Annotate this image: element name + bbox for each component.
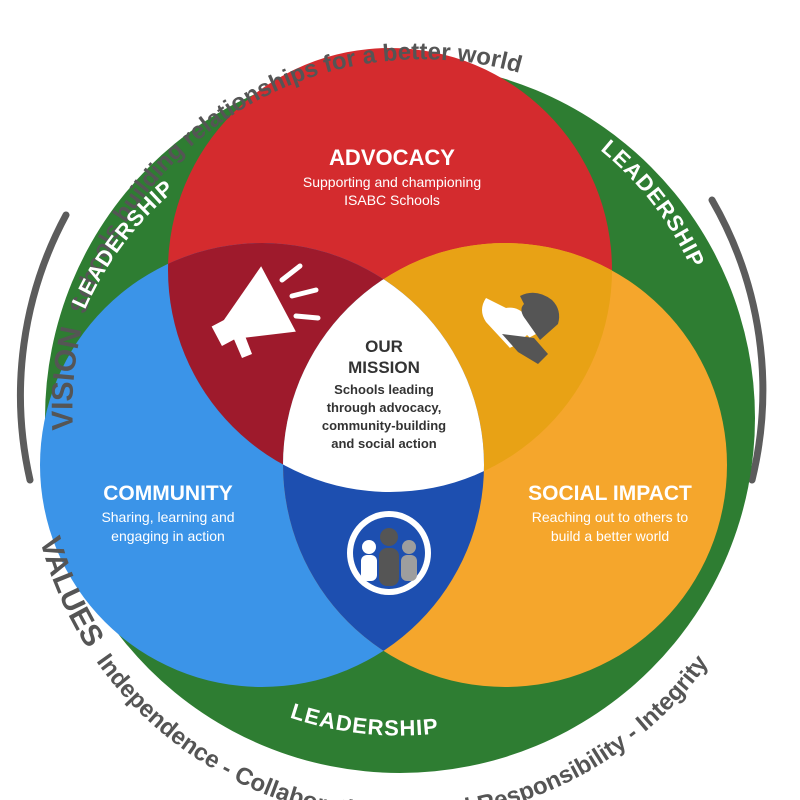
advocacy-title: ADVOCACY [329,145,455,170]
mission-line2: through advocacy, [327,400,442,415]
social-impact-line1: Reaching out to others to [532,509,689,525]
mission-line3: community-building [322,418,446,433]
social-impact-line2: build a better world [551,528,669,544]
mission-title-line1: OUR [365,337,403,356]
megaphone-icon [211,263,321,358]
people-group-icon [347,511,431,595]
mission-line4: and social action [331,436,437,451]
community-title: COMMUNITY [103,482,233,505]
outer-ring-left-arc [16,211,70,484]
community-line2: engaging in action [111,528,225,544]
advocacy-line1: Supporting and championing [303,174,481,190]
community-line1: Sharing, learning and [101,509,234,525]
mission-line1: Schools leading [334,382,434,397]
outer-ring-right-arc [708,196,767,484]
mission-center [283,243,484,492]
advocacy-line2: ISABC Schools [344,192,440,208]
handshake-icon [482,292,560,365]
mission-title-line2: MISSION [348,358,420,377]
social-impact-title: SOCIAL IMPACT [528,482,692,505]
